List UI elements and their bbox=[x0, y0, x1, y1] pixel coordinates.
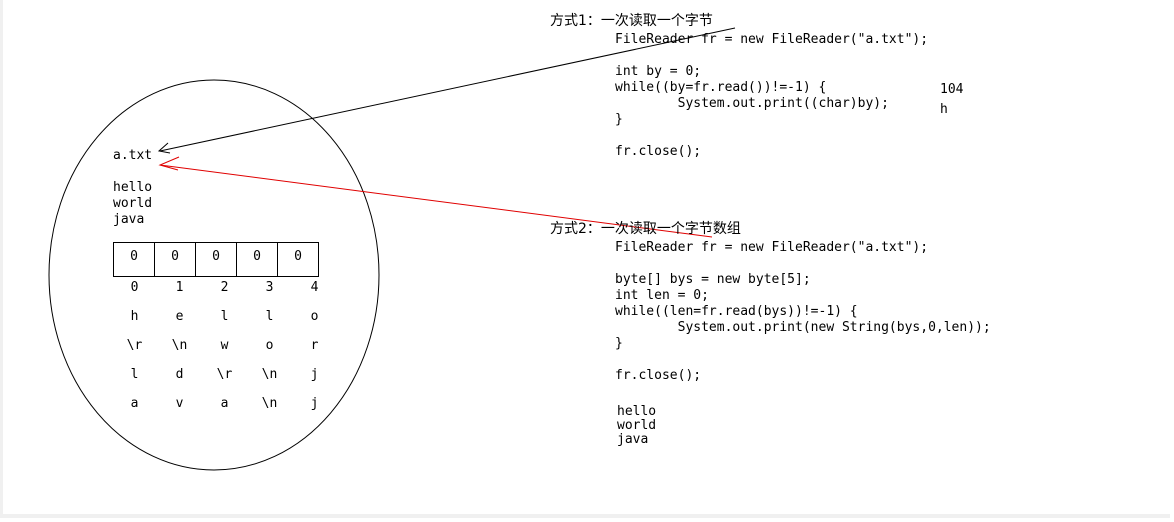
char-cell: a bbox=[130, 396, 139, 411]
code-line bbox=[615, 256, 991, 272]
char-row: \r \n w o r bbox=[112, 338, 338, 367]
char-cell: j bbox=[310, 367, 319, 382]
char-row: a v a \n j bbox=[112, 396, 338, 425]
output-line: java bbox=[617, 432, 649, 447]
method2-output: hello world java bbox=[617, 405, 656, 447]
char-cell: l bbox=[130, 367, 139, 382]
char-cell: \n bbox=[171, 338, 188, 353]
code-line: while((by=fr.read())!=-1) { bbox=[615, 80, 827, 95]
buffer-grid: 0 1 2 3 4 h e l l o \r \n w o r l d \r \… bbox=[112, 280, 338, 425]
method1-code: FileReader fr = new FileReader("a.txt");… bbox=[615, 32, 928, 160]
code-line: while((len=fr.read(bys))!=-1) { bbox=[615, 304, 858, 319]
code-line: int len = 0; bbox=[615, 288, 709, 303]
index-cell: 1 bbox=[175, 280, 184, 295]
output-line: world bbox=[617, 418, 657, 433]
code-line: System.out.print(new String(bys,0,len)); bbox=[615, 320, 991, 335]
char-cell: r bbox=[310, 338, 319, 353]
arrow-method1-line bbox=[159, 27, 736, 152]
method2-code: FileReader fr = new FileReader("a.txt");… bbox=[615, 240, 991, 384]
file-ellipse bbox=[48, 79, 380, 471]
index-cell: 2 bbox=[220, 280, 229, 295]
arrow-method2-line bbox=[159, 164, 713, 238]
array-cell: 0 bbox=[155, 243, 196, 276]
code-line: } bbox=[615, 112, 623, 127]
code-line: byte[] bys = new byte[5]; bbox=[615, 272, 811, 287]
char-row: h e l l o bbox=[112, 309, 338, 338]
code-line: FileReader fr = new FileReader("a.txt"); bbox=[615, 32, 929, 47]
file-name: a.txt bbox=[113, 148, 153, 163]
arrow-method2-head bbox=[158, 156, 180, 171]
char-cell: \n bbox=[261, 396, 278, 411]
char-cell: \n bbox=[261, 367, 278, 382]
code-line bbox=[615, 48, 928, 64]
code-line: fr.close(); bbox=[615, 144, 702, 159]
file-line-1: hello bbox=[113, 180, 153, 195]
index-row: 0 1 2 3 4 bbox=[112, 280, 338, 309]
char-cell: d bbox=[175, 367, 184, 382]
code-line: fr.close(); bbox=[615, 368, 702, 383]
code-line: } bbox=[615, 336, 623, 351]
code-line: FileReader fr = new FileReader("a.txt"); bbox=[615, 240, 929, 255]
output-line: hello bbox=[617, 404, 657, 419]
char-cell: \r bbox=[126, 338, 143, 353]
array-cell: 0 bbox=[196, 243, 237, 276]
file-line-2: world bbox=[113, 196, 153, 211]
char-cell: l bbox=[220, 309, 229, 324]
index-cell: 4 bbox=[310, 280, 319, 295]
array-cell: 0 bbox=[114, 243, 155, 276]
char-cell: l bbox=[265, 309, 274, 324]
method1-title: 方式1：一次读取一个字节 bbox=[550, 13, 713, 29]
char-cell: v bbox=[175, 396, 184, 411]
code-line: System.out.print((char)by); bbox=[615, 96, 889, 111]
char-cell: a bbox=[220, 396, 229, 411]
char-cell: e bbox=[175, 309, 184, 324]
array-cell: 0 bbox=[237, 243, 278, 276]
char-cell: o bbox=[310, 309, 319, 324]
byte-array: 0 0 0 0 0 bbox=[113, 242, 319, 277]
code-line bbox=[615, 352, 991, 368]
char-cell: j bbox=[310, 396, 319, 411]
char-cell: o bbox=[265, 338, 274, 353]
char-cell: \r bbox=[216, 367, 233, 382]
array-cell: 0 bbox=[294, 249, 302, 264]
index-cell: 0 bbox=[130, 280, 139, 295]
method1-output-1: 104 bbox=[940, 82, 964, 97]
code-line bbox=[615, 128, 928, 144]
method2-title: 方式2：一次读取一个字节数组 bbox=[550, 221, 741, 237]
index-cell: 3 bbox=[265, 280, 274, 295]
char-cell: h bbox=[130, 309, 139, 324]
file-line-3: java bbox=[113, 212, 145, 227]
char-cell: w bbox=[220, 338, 229, 353]
arrow-method1-head bbox=[157, 142, 171, 154]
char-row: l d \r \n j bbox=[112, 367, 338, 396]
code-line: int by = 0; bbox=[615, 64, 702, 79]
method1-output-2: h bbox=[940, 102, 948, 117]
